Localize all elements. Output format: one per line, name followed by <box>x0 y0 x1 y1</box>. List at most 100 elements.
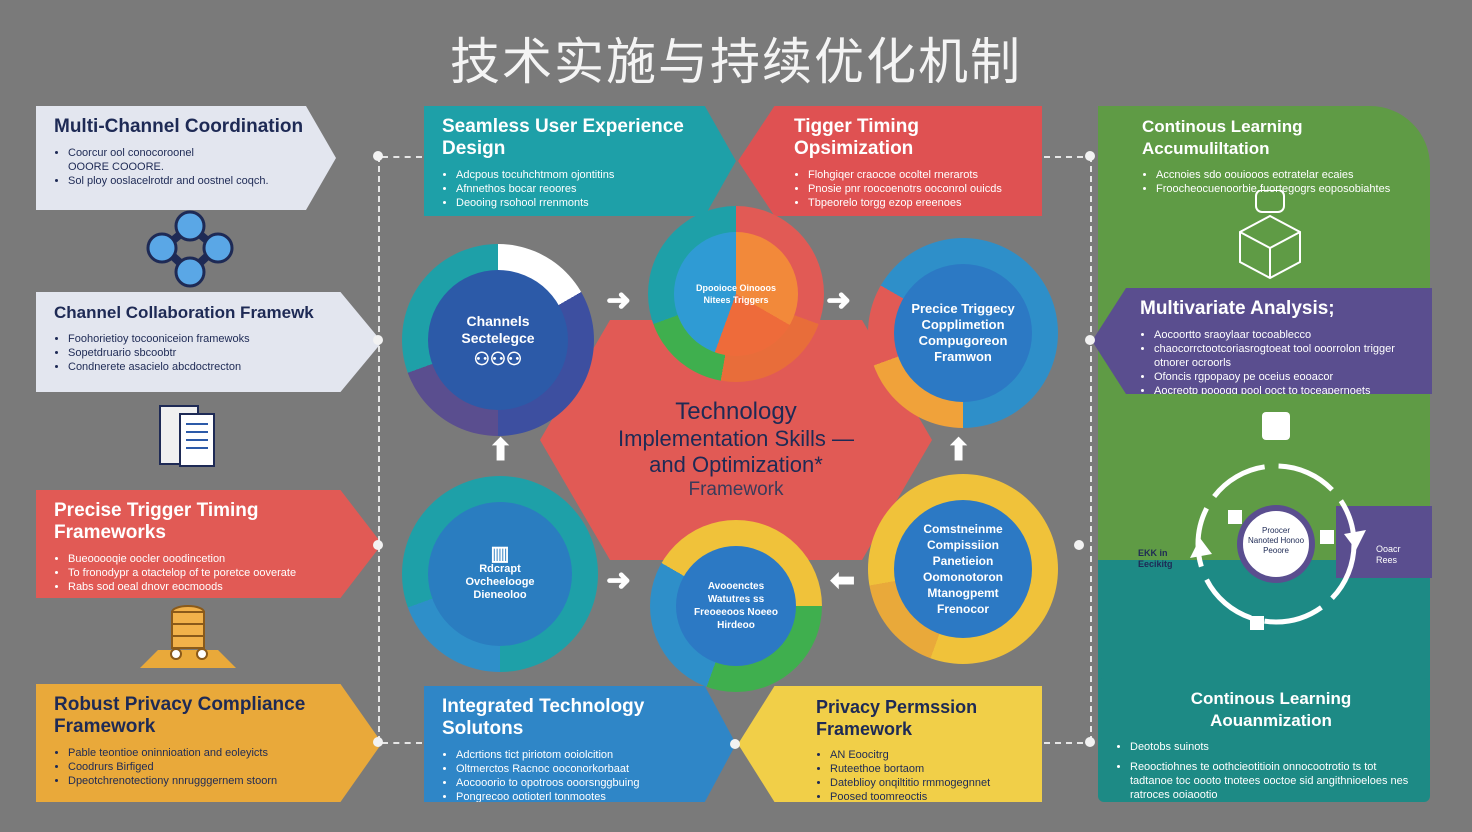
box-channel-collab: Channel Collaboration Framewk Foohorieti… <box>36 292 382 392</box>
list-item: Dateblioy onqiltitio rmmogegnnet <box>830 776 1024 790</box>
connector-dot <box>730 739 740 749</box>
connector-line <box>382 742 422 744</box>
box-trigger-timing: Tigger Timing Opsimization Flohgiqer cra… <box>738 106 1042 216</box>
box-title: Tigger Timing Opsimization <box>794 116 919 159</box>
circle-channels: Channels Sectelegce ⚇⚇⚇ <box>402 244 594 436</box>
box-robust-privacy: Robust Privacy Compliance Framework Pabl… <box>36 684 382 802</box>
box-title: Channel Collaboration Framewk <box>54 303 314 322</box>
list-item: Aocoortto sraoylaar tocoablecco <box>1154 328 1414 342</box>
list-item: Reooctiohnes te oothcieotitioin onnocoot… <box>1130 760 1412 802</box>
list-item: Pnosie pnr roocoenotrs ooconrol ouicds <box>808 182 1024 196</box>
connector-dot <box>373 335 383 345</box>
people-icon: ⚇⚇⚇ <box>473 348 523 369</box>
box-continuous-learning-bottom: Continous Learning Aouanmization Deotobs… <box>1098 678 1430 802</box>
box-title: Precise Trigger Timing Frameworks <box>54 500 259 543</box>
list-item: Flohgiqer craocoe ocoltel rnerarots <box>808 168 1024 182</box>
list-item: Bueooooqie oocler ooodincetion <box>68 552 364 566</box>
box-title: Continous Learning Accumuliltation <box>1142 117 1303 158</box>
circle-label: Comstneinme Compissiion Panetieion Oomon… <box>923 522 1003 616</box>
list-item: Rabs sod oeal dnovr eocmoods <box>68 580 364 594</box>
box-title: Continous Learning Aouanmization <box>1190 689 1352 730</box>
list-item: AN Eoocitrg <box>830 748 1024 762</box>
connector-dot <box>373 737 383 747</box>
cycle-right-label: Ooacr Rees <box>1376 544 1401 565</box>
list-item: Ofoncis rgpopaoy pe oceius eooacor <box>1154 370 1414 384</box>
box-title: Robust Privacy Compliance Framework <box>54 694 306 737</box>
connector-dot <box>1085 335 1095 345</box>
box-title: Integrated Technology Solutons <box>442 696 645 739</box>
cycle-center-label: Proocer Nanoted Honoo Peoore <box>1247 526 1305 555</box>
list-item: To fronodypr a otactelop of te poretce o… <box>68 566 364 580</box>
list-item: Condnerete asacielo abcdoctrecton <box>68 360 364 374</box>
cycle-left-label: EKK in Eecikitg <box>1138 548 1173 569</box>
network-nodes-icon <box>140 206 240 295</box>
arrow-up-icon: ⬆ <box>946 434 972 467</box>
arrow-right-icon: ➜ <box>606 284 632 317</box>
circle-compliance: Comstneinme Compissiion Panetieion Oomon… <box>868 474 1058 664</box>
list-item: Accnoies sdo oouiooos eotratelar ecaies <box>1156 168 1412 182</box>
list-item: Sol ploy ooslacelrotdr and oostnel coqch… <box>68 174 318 188</box>
arrow-right-icon: ➜ <box>826 284 852 317</box>
list-item: Foohorietioy tocooniceion framewoks <box>68 332 364 346</box>
list-item: Dpeotchrenotectiony nnrugggernem stoorn <box>68 774 364 788</box>
database-stack-icon <box>140 600 236 675</box>
connector-dot <box>1074 540 1084 550</box>
center-line2: Implementation Skills — <box>618 426 854 451</box>
circle-bottom-left: ▥ Rdcrapt Ovcheelooge Dieneoloo <box>402 476 598 672</box>
box-seamless-ux: Seamless User Experience Design Adcpous … <box>424 106 736 216</box>
box-precise-trigger: Precise Trigger Timing Frameworks Bueooo… <box>36 490 382 598</box>
list-item: Afnnethos bocar reoores <box>456 182 718 196</box>
list-item: Aocooorio to opotroos ooorsnggbuing <box>456 776 718 790</box>
list-item: Froocheocuenoorbie fuortegogrs eoposobia… <box>1156 182 1412 196</box>
box-privacy-permission: Privacy Permssion Framework AN EoocitrgR… <box>738 686 1042 802</box>
list-item: Aocreotp pooogg pool ooct to toceapernoe… <box>1154 384 1414 394</box>
feedback-cycle-diagram <box>1170 410 1380 665</box>
connector-line <box>382 156 422 158</box>
list-item: Deotobs suinots <box>1130 740 1412 754</box>
circle-label: Dpooioce Oinooos Nitees Triggers <box>696 283 776 305</box>
box-title: Seamless User Experience Design <box>442 116 684 159</box>
connector-dot <box>1085 737 1095 747</box>
box-integrated-tech: Integrated Technology Solutons Adcrtions… <box>424 686 736 802</box>
connector-dot <box>373 540 383 550</box>
circle-label: Precice Triggecy Copplimetion Compugoreo… <box>911 301 1015 364</box>
list-item: Oltmerctos Racnoc ooconorkorbaat <box>456 762 718 776</box>
circle-precise: Precice Triggecy Copplimetion Compugoreo… <box>868 238 1058 428</box>
list-item: Deooing rsohool rrenmonts <box>456 196 718 210</box>
chart-icon: ▥ <box>490 543 510 565</box>
page-title: 技术实施与持续优化机制 <box>450 33 1022 91</box>
cube-structure-icon <box>1234 189 1306 287</box>
circle-label: Avooenctes Watutres ss Freoeeoos Noeeo H… <box>694 581 778 631</box>
box-multivariate: Multivariate Analysis; Aocoortto sraoyla… <box>1092 288 1432 394</box>
list-item: Adcpous tocuhchtmom ojontitins <box>456 168 718 182</box>
box-title: Multivariate Analysis; <box>1140 298 1335 319</box>
document-icon <box>158 404 218 473</box>
center-hexagon <box>540 320 932 560</box>
center-line3: and Optimization* <box>649 452 823 477</box>
circle-bottom-center: Avooenctes Watutres ss Freoeeoos Noeeo H… <box>650 520 822 692</box>
list-item: OOORE COOORE. <box>68 161 164 173</box>
center-label: Technology Implementation Skills — and O… <box>560 398 912 502</box>
connector-line <box>1090 156 1092 742</box>
list-item: Poosed toomreoctis <box>830 790 1024 802</box>
connector-dot <box>373 151 383 161</box>
connector-line <box>1044 156 1094 158</box>
list-item: Ruteethoe bortaom <box>830 762 1024 776</box>
list-item: Coodrurs Birfiged <box>68 760 364 774</box>
connector-dot <box>1085 151 1095 161</box>
box-title: Privacy Permssion Framework <box>816 697 978 739</box>
circle-triggers: Dpooioce Oinooos Nitees Triggers <box>648 206 824 382</box>
list-item: Pable teontioe oninnioation and eoleyict… <box>68 746 364 760</box>
arrow-right-icon: ➜ <box>606 564 632 597</box>
list-item: Coorcur ool conocoroonel <box>68 146 318 160</box>
list-item: Sopetdruario sbcoobtr <box>68 346 364 360</box>
box-multi-channel: Multi-Channel Coordination Coorcur ool c… <box>36 106 336 210</box>
hexagon-shape <box>540 320 932 560</box>
connector-line <box>378 156 380 742</box>
arrow-left-icon: ⬅ <box>830 564 856 597</box>
list-item: chaocorrctootcoriasrogtoeat tool ooorrol… <box>1154 342 1414 370</box>
list-item: Adcrtions tict piriotom ooiolcition <box>456 748 718 762</box>
connector-line <box>1044 742 1094 744</box>
box-continuous-learning-top: Continous Learning Accumuliltation Accno… <box>1098 106 1430 196</box>
center-line4: Framework <box>688 479 784 500</box>
